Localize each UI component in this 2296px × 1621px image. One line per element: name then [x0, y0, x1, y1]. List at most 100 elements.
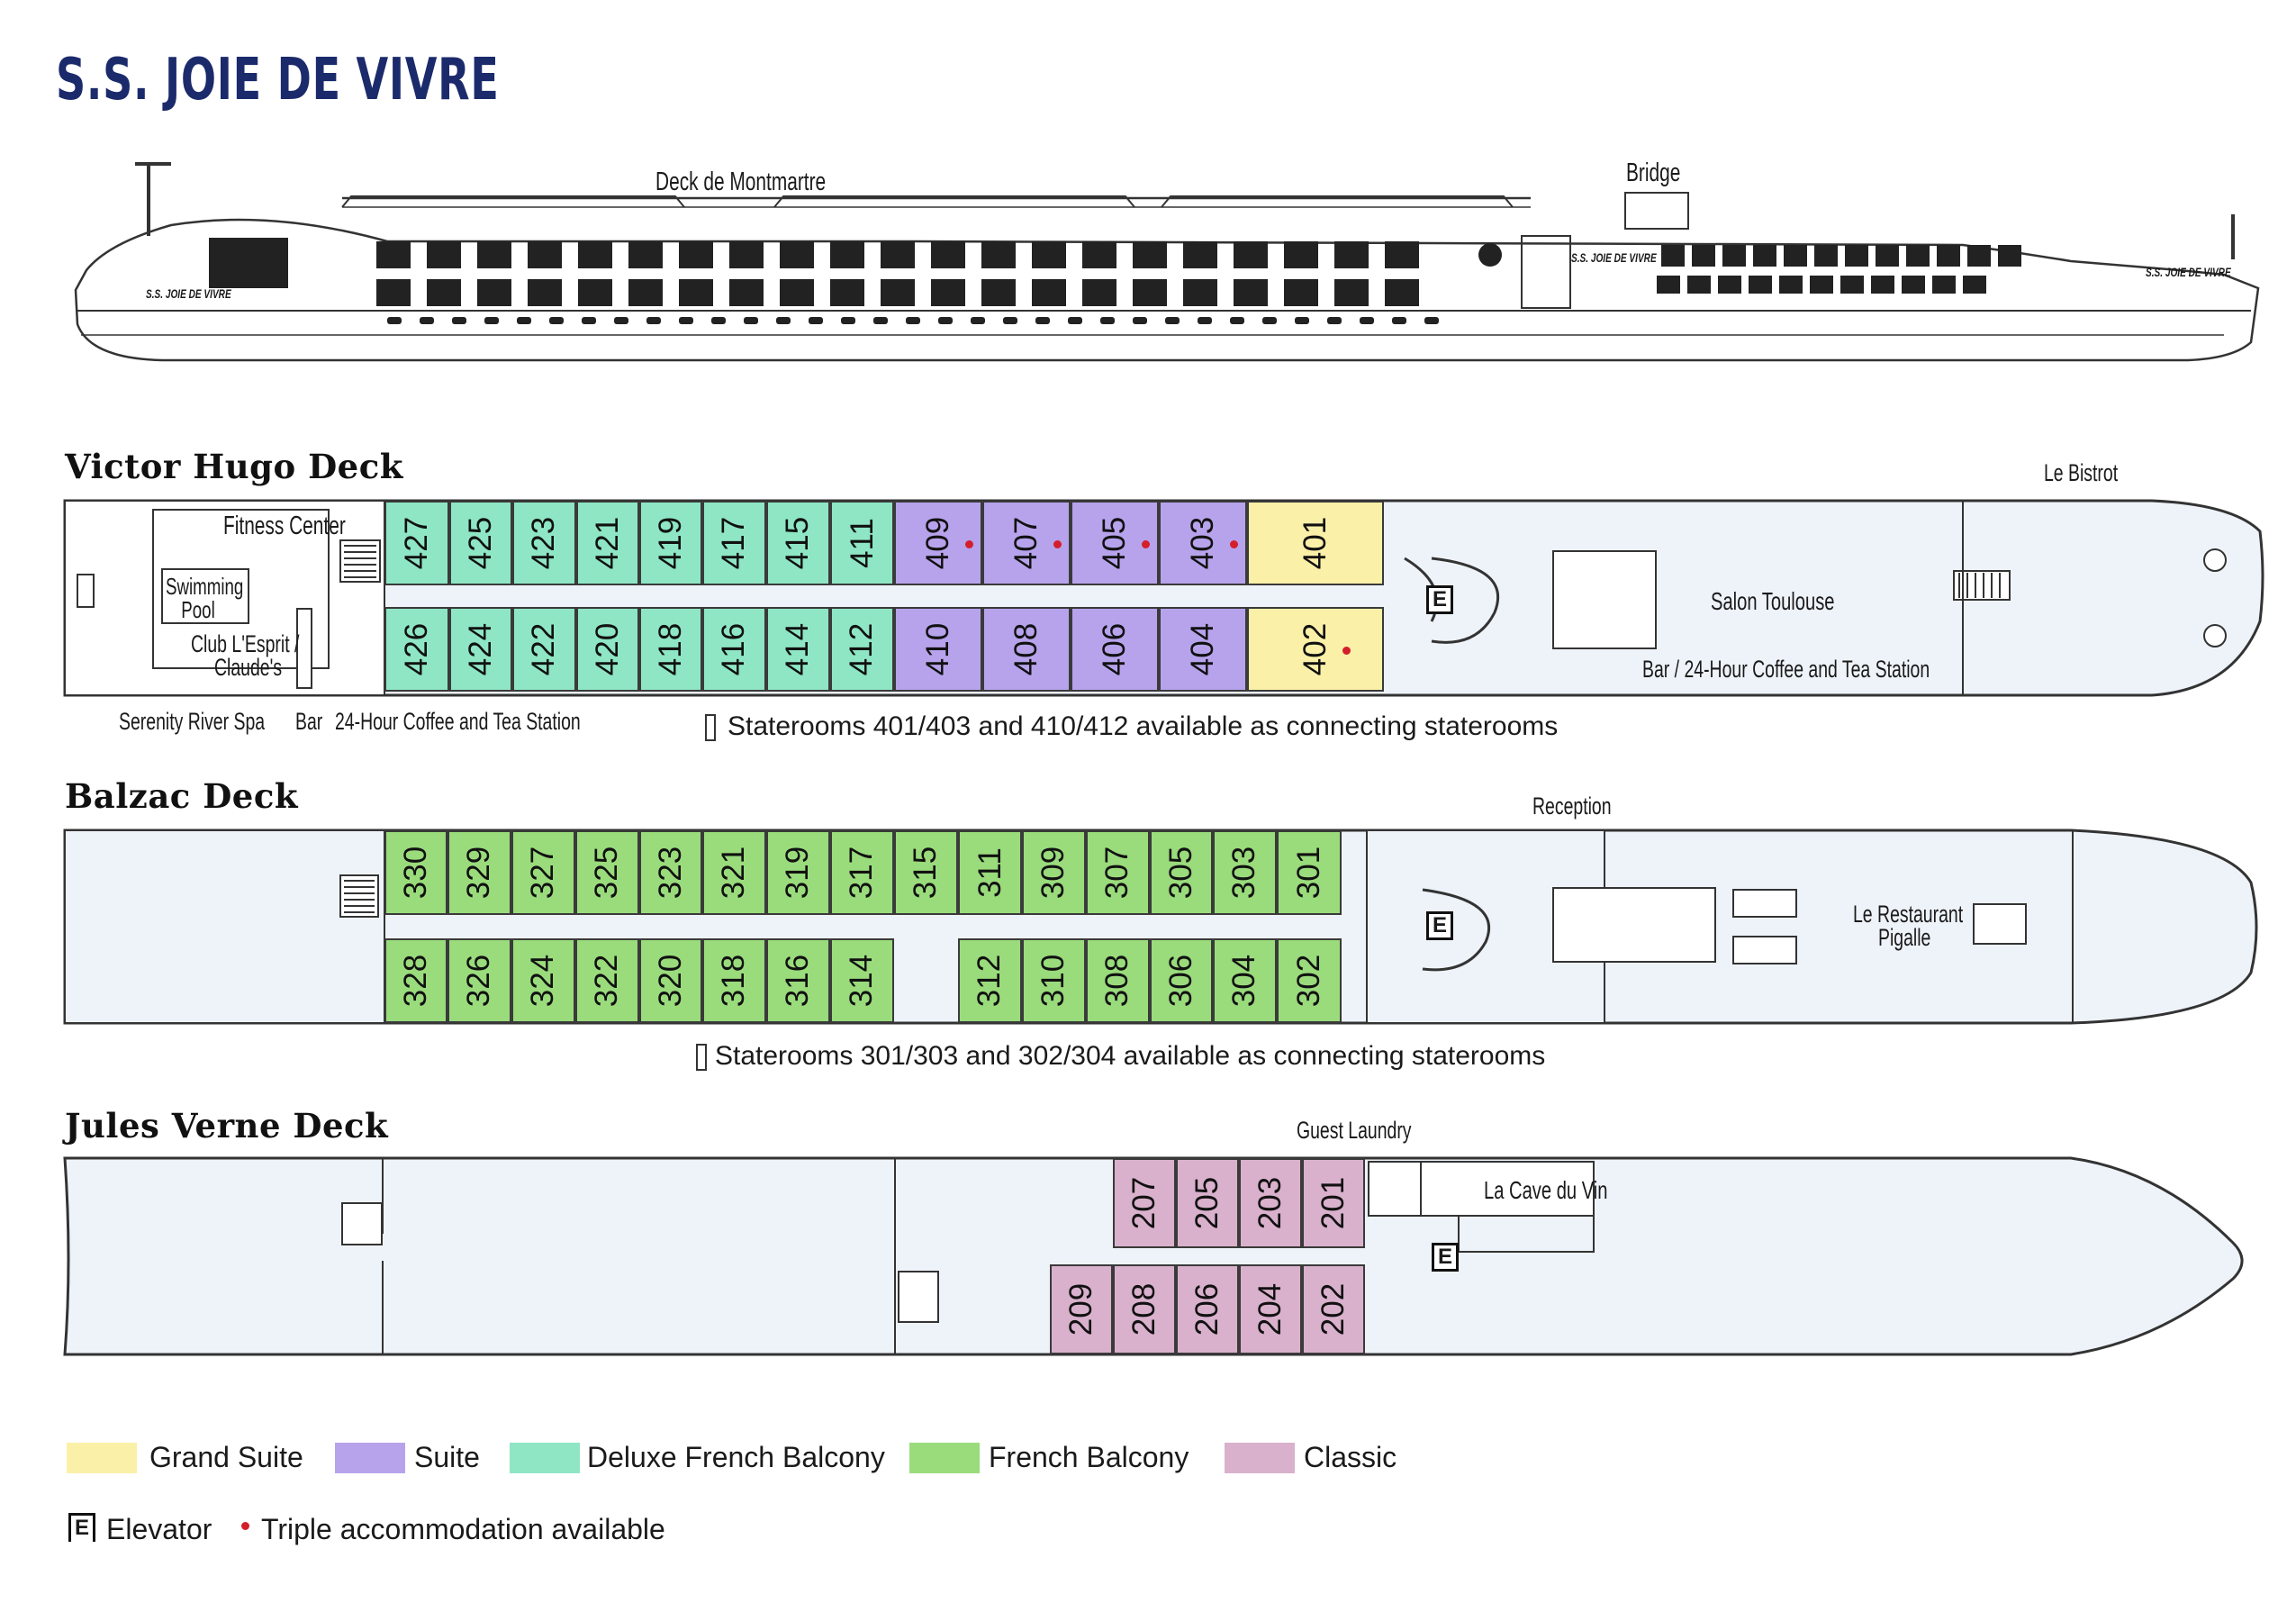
cabin-320[interactable]: 320 [639, 938, 702, 1023]
cabin-419[interactable]: 419 [639, 501, 702, 585]
cabin-327[interactable]: 327 [511, 830, 575, 915]
porthole [420, 317, 434, 324]
cabin-326[interactable]: 326 [447, 938, 511, 1023]
cabin-416[interactable]: 416 [702, 607, 766, 692]
cabin-405[interactable]: 405 [1071, 501, 1159, 585]
cabin-number: 207 [1126, 1176, 1162, 1230]
cabin-403[interactable]: 403 [1159, 501, 1247, 585]
cabin-317[interactable]: 317 [830, 830, 894, 915]
cabin-number: 408 [1008, 622, 1044, 676]
cabin-310[interactable]: 310 [1022, 938, 1086, 1023]
cabin-207[interactable]: 207 [1113, 1158, 1176, 1248]
cabin-number: 321 [716, 846, 752, 900]
cabin-425[interactable]: 425 [449, 501, 512, 585]
cabin-401[interactable]: 401 [1247, 501, 1384, 585]
cabin-408[interactable]: 408 [982, 607, 1071, 692]
porthole [971, 317, 985, 324]
window [780, 279, 814, 306]
cabin-314[interactable]: 314 [830, 938, 894, 1023]
window [1082, 279, 1116, 306]
cabin-316[interactable]: 316 [766, 938, 830, 1023]
cabin-426[interactable]: 426 [384, 607, 449, 692]
cabin-417[interactable]: 417 [702, 501, 766, 585]
restaurant-label-2: Pigalle [1878, 924, 1931, 951]
cabin-404[interactable]: 404 [1159, 607, 1247, 692]
cabin-321[interactable]: 321 [702, 830, 766, 915]
cabin-302[interactable]: 302 [1277, 938, 1342, 1023]
cabin-420[interactable]: 420 [576, 607, 639, 692]
cabin-324[interactable]: 324 [511, 938, 575, 1023]
cabin-423[interactable]: 423 [512, 501, 576, 585]
cabin-325[interactable]: 325 [575, 830, 639, 915]
porthole [1230, 317, 1244, 324]
cabin-409[interactable]: 409 [894, 501, 982, 585]
cabin-407[interactable]: 407 [982, 501, 1071, 585]
cabin-number: 209 [1063, 1282, 1098, 1336]
cabin-306[interactable]: 306 [1150, 938, 1213, 1023]
porthole [1068, 317, 1082, 324]
cabin-330[interactable]: 330 [384, 830, 447, 915]
cabin-204[interactable]: 204 [1239, 1264, 1302, 1354]
cabin-329[interactable]: 329 [447, 830, 511, 915]
cabin-number: 302 [1291, 954, 1326, 1008]
window [1779, 276, 1803, 294]
cabin-421[interactable]: 421 [576, 501, 639, 585]
cabin-number: 402 [1297, 622, 1333, 676]
cabin-410[interactable]: 410 [894, 607, 982, 692]
cabin-328[interactable]: 328 [384, 938, 447, 1023]
cabin-209[interactable]: 209 [1050, 1264, 1113, 1354]
cabin-323[interactable]: 323 [639, 830, 702, 915]
cabin-202[interactable]: 202 [1302, 1264, 1365, 1354]
serenity-spa-label: Serenity River Spa [119, 708, 266, 735]
cabin-427[interactable]: 427 [384, 501, 449, 585]
cabin-411[interactable]: 411 [830, 501, 894, 585]
cabin-number: 411 [844, 518, 880, 568]
cabin-414[interactable]: 414 [766, 607, 830, 692]
window [1718, 276, 1741, 294]
cabin-418[interactable]: 418 [639, 607, 702, 692]
cabin-406[interactable]: 406 [1071, 607, 1159, 692]
cabin-201[interactable]: 201 [1302, 1158, 1365, 1248]
salon-block [1552, 550, 1657, 649]
cabin-303[interactable]: 303 [1213, 830, 1277, 915]
legend-label: French Balcony [989, 1441, 1189, 1473]
window [1998, 245, 2021, 267]
window [477, 241, 511, 268]
cabin-308[interactable]: 308 [1086, 938, 1150, 1023]
cabin-311[interactable]: 311 [958, 830, 1022, 915]
cabin-305[interactable]: 305 [1150, 830, 1213, 915]
cabin-424[interactable]: 424 [449, 607, 512, 692]
cabin-312[interactable]: 312 [958, 938, 1022, 1023]
cabin-307[interactable]: 307 [1086, 830, 1150, 915]
cabin-205[interactable]: 205 [1176, 1158, 1239, 1248]
cabin-415[interactable]: 415 [766, 501, 830, 585]
cabin-422[interactable]: 422 [512, 607, 576, 692]
cabin-number: 320 [653, 954, 688, 1008]
window [881, 279, 915, 306]
elevator-icon: E [1426, 585, 1453, 614]
cabin-206[interactable]: 206 [1176, 1264, 1239, 1354]
window [1937, 245, 1960, 267]
cabin-number: 310 [1035, 954, 1071, 1008]
cabin-318[interactable]: 318 [702, 938, 766, 1023]
porthole [549, 317, 564, 324]
window [1722, 245, 1746, 267]
cabin-208[interactable]: 208 [1113, 1264, 1176, 1354]
cabin-number: 309 [1035, 846, 1071, 900]
cabin-322[interactable]: 322 [575, 938, 639, 1023]
cabin-301[interactable]: 301 [1277, 830, 1342, 915]
cabin-315[interactable]: 315 [894, 830, 958, 915]
aft-lounge [64, 829, 385, 1024]
cabin-number: 325 [589, 846, 625, 900]
porthole [517, 317, 531, 324]
cabin-number: 407 [1008, 516, 1044, 570]
cabin-304[interactable]: 304 [1213, 938, 1277, 1023]
cabin-203[interactable]: 203 [1239, 1158, 1302, 1248]
window [1906, 245, 1930, 267]
porthole [1035, 317, 1050, 324]
cabin-319[interactable]: 319 [766, 830, 830, 915]
cabin-309[interactable]: 309 [1022, 830, 1086, 915]
porthole [906, 317, 920, 324]
cabin-412[interactable]: 412 [830, 607, 894, 692]
cabin-402[interactable]: 402 [1247, 607, 1384, 692]
